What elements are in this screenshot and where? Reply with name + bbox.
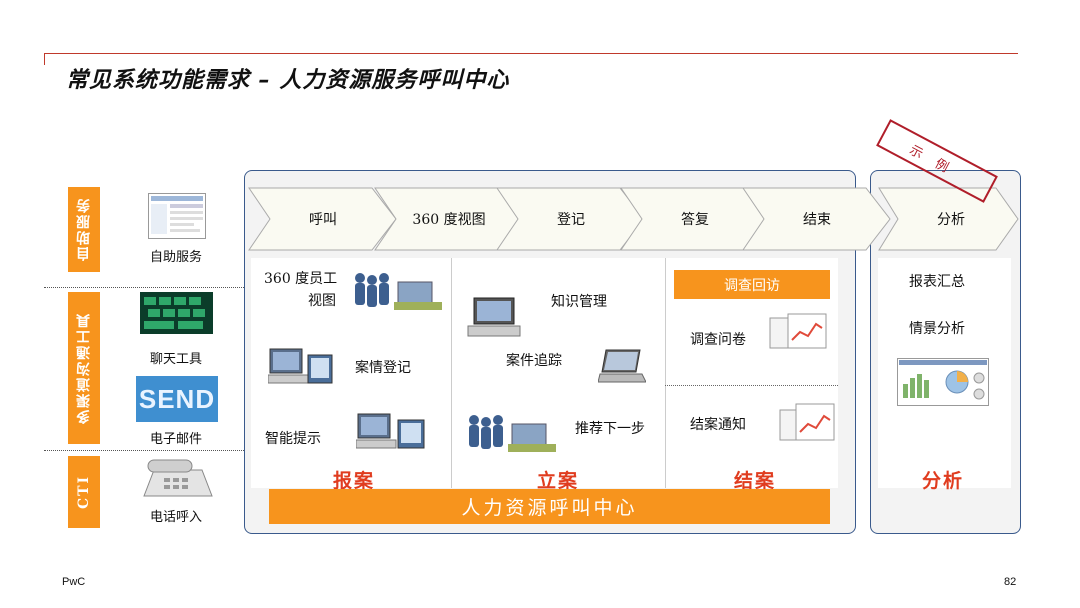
step-analysis: 分析 <box>878 187 1020 251</box>
telephone-icon <box>140 456 216 502</box>
recommend-next-label: 推荐下一步 <box>575 421 645 437</box>
laptop-icon <box>597 348 647 384</box>
survey-header-label: 调查回访 <box>724 277 780 294</box>
stage-analysis: 分析 <box>922 470 965 492</box>
survey-header: 调查回访 <box>674 270 830 299</box>
keyboard-icon <box>140 292 213 334</box>
step-register-label: 登记 <box>557 212 585 228</box>
chat-label: 聊天工具 <box>150 352 203 367</box>
desktop-computer-icon <box>466 296 522 338</box>
hr-call-center-bar: 人力资源呼叫中心 <box>269 489 830 524</box>
scenario-analysis-label: 情景分析 <box>909 321 965 337</box>
stage-filing: 立案 <box>537 470 580 492</box>
side-divider <box>44 287 244 288</box>
computer-icon <box>355 412 426 450</box>
report-summary-label: 报表汇总 <box>909 274 965 290</box>
case-register-label: 案情登记 <box>355 360 411 376</box>
side-divider <box>44 450 244 451</box>
people-server-icon <box>464 412 560 456</box>
employee-360-label: 360 度员工 <box>264 271 338 287</box>
hr-call-center-label: 人力资源呼叫中心 <box>461 497 638 519</box>
case-tracking-label: 案件追踪 <box>506 353 562 369</box>
close-divider <box>665 385 838 386</box>
column-divider <box>665 258 666 488</box>
employee-360-label-2: 视图 <box>308 293 336 309</box>
chart-doc-icon <box>778 402 836 446</box>
step-reply-label: 答复 <box>681 212 709 228</box>
dashboard-icon <box>897 358 989 406</box>
footer-brand: PwC <box>62 576 86 588</box>
step-end: 结束 <box>742 187 892 251</box>
chart-doc-icon <box>768 312 828 354</box>
step-360-view: 360 度视图 <box>374 187 524 251</box>
side-tab-cti: CTI <box>68 456 100 528</box>
page-title: 常见系统功能需求 – 人力资源服务呼叫中心 <box>66 68 510 93</box>
filing-column <box>451 258 665 488</box>
step-call-label: 呼叫 <box>309 212 337 228</box>
side-tab-multichannel: 多渠道沟通工具 <box>68 292 100 444</box>
page-number: 82 <box>1004 576 1017 588</box>
step-360-view-label: 360 度视图 <box>412 212 486 228</box>
people-server-icon <box>350 270 446 314</box>
header-rule-tick <box>44 53 45 65</box>
step-end-label: 结束 <box>803 212 831 228</box>
phone-label: 电话呼入 <box>150 510 203 525</box>
email-label: 电子邮件 <box>150 432 203 447</box>
step-call: 呼叫 <box>248 187 398 251</box>
close-notice-label: 结案通知 <box>690 417 746 433</box>
computer-icon <box>267 347 334 385</box>
send-key-icon: SEND <box>136 376 218 422</box>
side-tab-self-service: 自助服务 <box>68 187 100 272</box>
self-service-label: 自助服务 <box>150 250 203 265</box>
stage-close: 结案 <box>734 470 777 492</box>
header-rule <box>44 53 1018 54</box>
step-analysis-label: 分析 <box>937 212 965 228</box>
knowledge-mgmt-label: 知识管理 <box>551 294 607 310</box>
questionnaire-label: 调查问卷 <box>690 332 746 348</box>
stage-report: 报案 <box>333 470 376 492</box>
self-service-screenshot-icon <box>148 193 206 239</box>
smart-hint-label: 智能提示 <box>265 431 321 447</box>
send-key-text: SEND <box>138 383 216 414</box>
column-divider <box>451 258 452 488</box>
step-register: 登记 <box>496 187 646 251</box>
